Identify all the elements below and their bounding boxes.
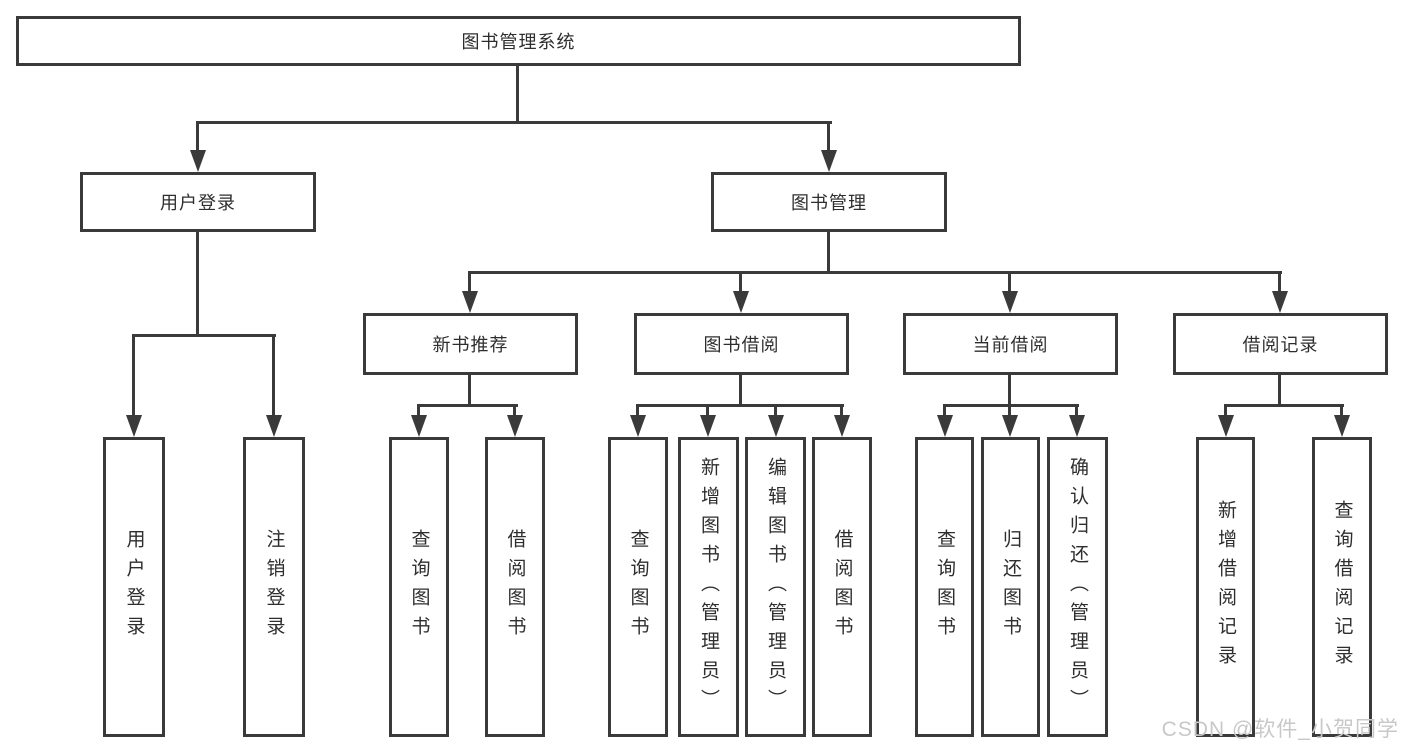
node-current-borrow: 当前借阅 <box>903 313 1118 375</box>
connector-drop <box>1008 271 1011 295</box>
arrow-down-icon <box>411 415 427 437</box>
connector-drop <box>1340 404 1343 418</box>
connector-user-login-bus <box>132 334 276 337</box>
connector-record-bus <box>1224 404 1344 407</box>
connector-borrow-bus <box>636 404 844 407</box>
node-label: 图书借阅 <box>703 335 780 355</box>
connector-drop <box>1075 404 1078 418</box>
connector-drop <box>468 271 471 295</box>
arrow-down-icon <box>733 291 749 313</box>
node-book-management: 图书管理 <box>711 172 947 232</box>
arrow-down-icon <box>266 415 282 437</box>
connector-drop <box>272 334 275 417</box>
connector-drop <box>1224 404 1227 418</box>
node-label: 编辑图书（管理员） <box>765 456 786 718</box>
node-label: 当前借阅 <box>972 335 1049 355</box>
arrow-down-icon <box>190 150 206 172</box>
node-label: 借阅记录 <box>1242 335 1319 355</box>
arrow-down-icon <box>462 291 478 313</box>
arrow-down-icon <box>507 415 523 437</box>
node-label: 归还图书 <box>1000 529 1021 645</box>
connector-user-login-trunk <box>196 232 199 337</box>
node-label: 用户登录 <box>160 193 236 213</box>
leaf-borrow-add-admin: 新增图书（管理员） <box>678 437 739 737</box>
connector-drop <box>1278 271 1281 295</box>
connector-drop-user-login <box>196 121 199 152</box>
node-label: 查询图书 <box>408 529 430 645</box>
connector-drop <box>513 404 516 418</box>
node-label: 图书管理 <box>791 193 867 213</box>
node-label: 图书管理系统 <box>461 32 576 52</box>
connector-drop <box>636 404 639 418</box>
connector-drop <box>132 334 135 417</box>
connector-level2-bus <box>196 121 832 124</box>
node-label: 查询借阅记录 <box>1331 500 1353 674</box>
node-label: 查询图书 <box>627 529 649 645</box>
connector-current-bus <box>943 404 1079 407</box>
leaf-record-query: 查询借阅记录 <box>1312 437 1372 737</box>
leaf-newbook-borrow: 借阅图书 <box>485 437 545 737</box>
node-new-book-recommend: 新书推荐 <box>363 313 578 375</box>
connector-drop-book-mgmt <box>827 121 830 152</box>
leaf-newbook-query: 查询图书 <box>389 437 449 737</box>
node-book-borrow: 图书借阅 <box>634 313 849 375</box>
arrow-down-icon <box>1334 415 1350 437</box>
node-label: 新书推荐 <box>432 335 509 355</box>
arrow-down-icon <box>1218 415 1234 437</box>
arrow-down-icon <box>1069 415 1085 437</box>
connector-root-trunk <box>516 66 519 124</box>
arrow-down-icon <box>1002 291 1018 313</box>
connector-drop <box>1008 404 1011 418</box>
node-system-root: 图书管理系统 <box>16 16 1021 66</box>
node-label: 用户登录 <box>123 529 145 645</box>
connector-drop <box>774 404 777 418</box>
connector-newbook-trunk <box>468 375 471 407</box>
arrow-down-icon <box>821 150 837 172</box>
connector-drop <box>739 271 742 295</box>
connector-drop <box>417 404 420 418</box>
arrow-down-icon <box>768 415 784 437</box>
leaf-user-login: 用户登录 <box>103 437 165 737</box>
leaf-borrow-edit-admin: 编辑图书（管理员） <box>745 437 806 737</box>
arrow-down-icon <box>1272 291 1288 313</box>
node-label: 确认归还（管理员） <box>1067 456 1088 718</box>
connector-newbook-bus <box>417 404 518 407</box>
arrow-down-icon <box>126 415 142 437</box>
arrow-down-icon <box>630 415 646 437</box>
connector-book-mgmt-trunk <box>827 232 830 274</box>
node-label: 借阅图书 <box>831 529 853 645</box>
leaf-record-add: 新增借阅记录 <box>1196 437 1255 737</box>
connector-drop <box>840 404 843 418</box>
arrow-down-icon <box>1002 415 1018 437</box>
leaf-borrow-query: 查询图书 <box>608 437 668 737</box>
connector-borrow-trunk <box>739 375 742 407</box>
node-borrow-record: 借阅记录 <box>1173 313 1388 375</box>
node-label: 借阅图书 <box>504 529 526 645</box>
arrow-down-icon <box>834 415 850 437</box>
connector-drop <box>706 404 709 418</box>
leaf-current-confirm-admin: 确认归还（管理员） <box>1047 437 1108 737</box>
arrow-down-icon <box>700 415 716 437</box>
node-label: 新增图书（管理员） <box>698 456 719 718</box>
connector-level3-bus <box>468 271 1282 274</box>
connector-current-trunk <box>1008 375 1011 407</box>
leaf-current-return: 归还图书 <box>981 437 1040 737</box>
connector-drop <box>943 404 946 418</box>
connector-record-trunk <box>1278 375 1281 407</box>
leaf-logout: 注销登录 <box>243 437 305 737</box>
leaf-borrow-borrow: 借阅图书 <box>812 437 872 737</box>
leaf-current-query: 查询图书 <box>915 437 974 737</box>
node-user-login: 用户登录 <box>80 172 316 232</box>
arrow-down-icon <box>937 415 953 437</box>
node-label: 新增借阅记录 <box>1215 500 1236 674</box>
node-label: 查询图书 <box>934 529 955 645</box>
node-label: 注销登录 <box>263 529 285 645</box>
